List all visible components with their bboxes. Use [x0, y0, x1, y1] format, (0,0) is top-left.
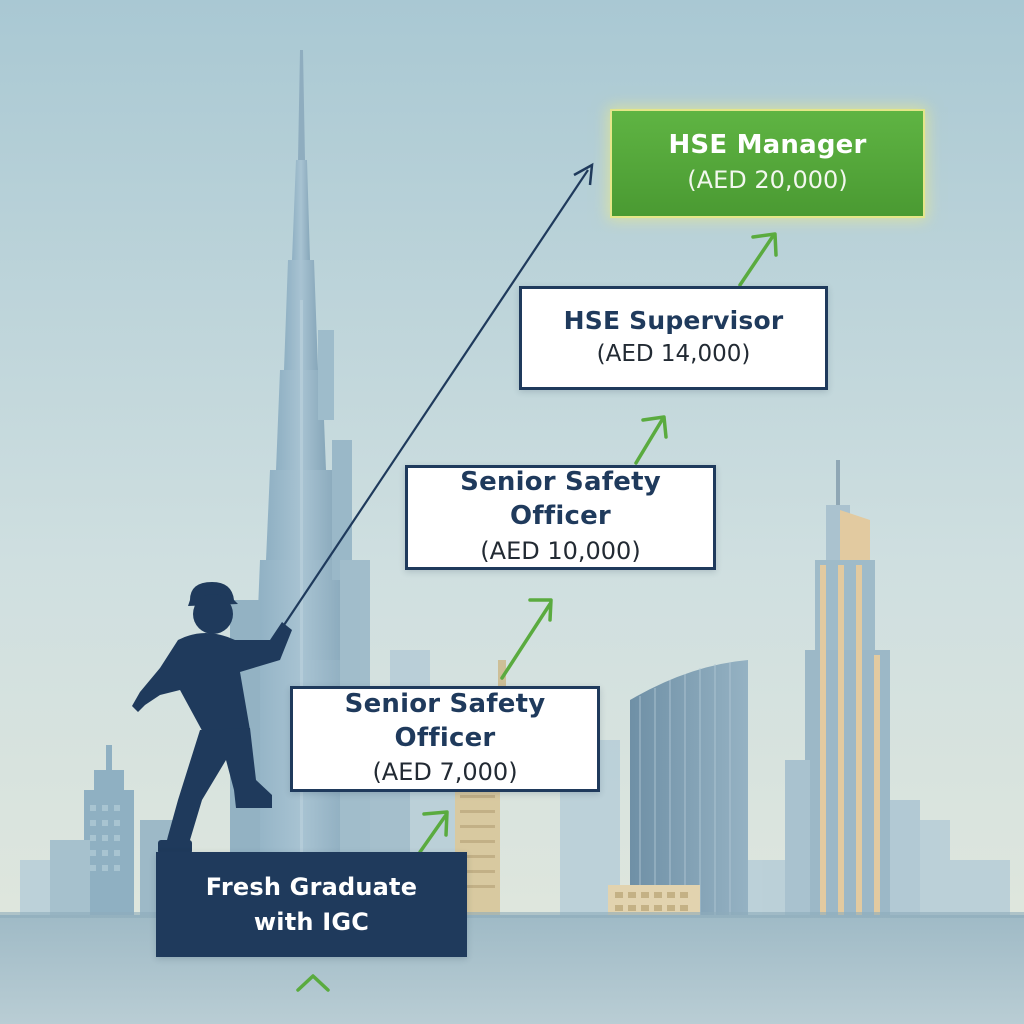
step-role-label: HSE Supervisor — [563, 306, 784, 336]
step-senior-safety-officer-2: Senior Safety Officer (AED 10,000) — [405, 465, 716, 570]
step-salary-label: (AED 14,000) — [596, 340, 751, 367]
left-tower — [84, 745, 134, 920]
curved-building — [630, 660, 748, 920]
step-role-label: Senior Safety Officer — [344, 688, 546, 753]
step-salary-label: (AED 7,000) — [372, 758, 518, 787]
worker-silhouette — [132, 582, 292, 854]
step-hse-supervisor: HSE Supervisor (AED 14,000) — [519, 286, 828, 390]
rope-line — [281, 169, 589, 629]
step-fresh-graduate: Fresh Graduate with IGC — [156, 852, 467, 957]
right-tower — [785, 460, 920, 920]
step-salary-label: (AED 20,000) — [687, 166, 848, 194]
step-role-label: Senior Safety Officer — [460, 467, 661, 532]
step-arrows — [296, 232, 778, 992]
ground — [0, 915, 1024, 1024]
step-senior-safety-officer-1: Senior Safety Officer (AED 7,000) — [290, 686, 600, 792]
step-role-label: Fresh Graduate — [205, 872, 418, 901]
step-hse-manager: HSE Manager (AED 20,000) — [612, 111, 923, 216]
step-role-label: HSE Manager — [668, 130, 867, 161]
step-role-label-line2: with IGC — [253, 907, 370, 936]
step-salary-label: (AED 10,000) — [480, 536, 641, 565]
rope-arrowhead — [573, 162, 594, 186]
